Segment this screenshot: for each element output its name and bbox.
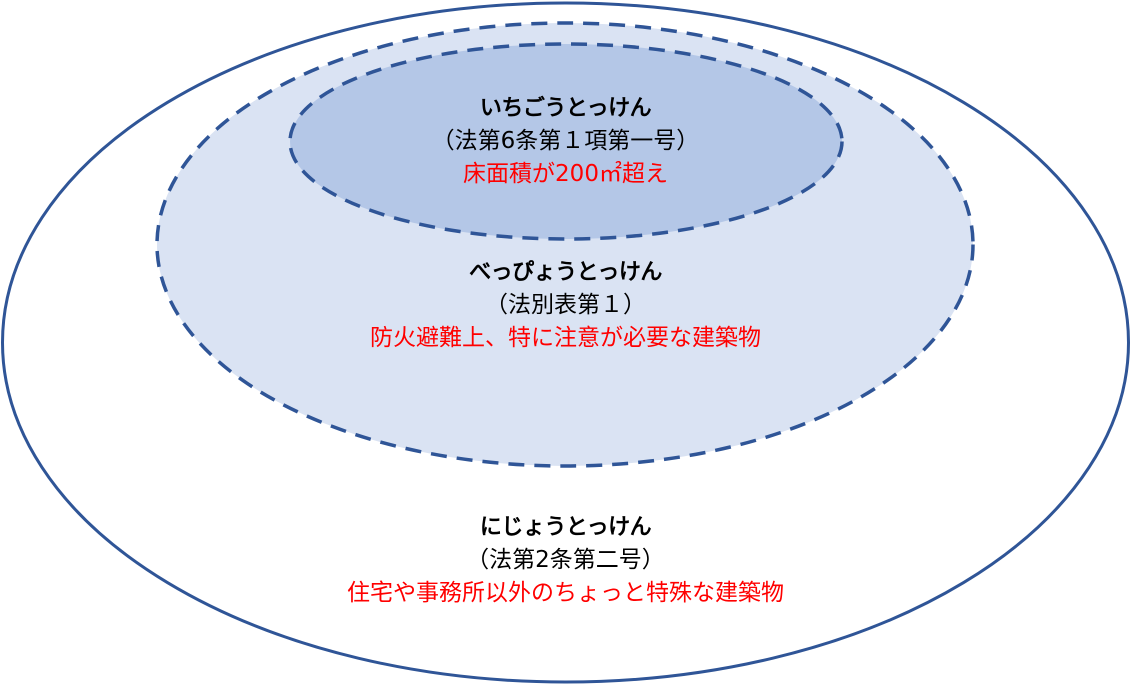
inner-region-law-reference: （法第6条第１項第一号） <box>431 128 700 154</box>
outer-region-description: 住宅や事務所以外のちょっと特殊な建築物 <box>347 580 784 606</box>
inner-region-description: 床面積が200㎡超え <box>463 161 668 187</box>
outer-region-label: にじょうとっけん （法第2条第二号） 住宅や事務所以外のちょっと特殊な建築物 <box>0 511 1131 610</box>
outer-region-title: にじょうとっけん <box>479 515 652 540</box>
middle-region-title: べっぴょうとっけん <box>469 260 662 285</box>
inner-region-title: いちごうとっけん <box>479 96 652 121</box>
middle-region-description: 防火避難上、特に注意が必要な建築物 <box>370 325 761 351</box>
middle-region-law-reference: （法別表第１） <box>485 292 646 318</box>
inner-region-label: いちごうとっけん （法第6条第１項第一号） 床面積が200㎡超え <box>0 92 1131 191</box>
middle-region-label: べっぴょうとっけん （法別表第１） 防火避難上、特に注意が必要な建築物 <box>0 256 1131 355</box>
inner-ellipse-ichigo-tokken <box>288 42 844 241</box>
outer-region-law-reference: （法第2条第二号） <box>466 547 665 573</box>
